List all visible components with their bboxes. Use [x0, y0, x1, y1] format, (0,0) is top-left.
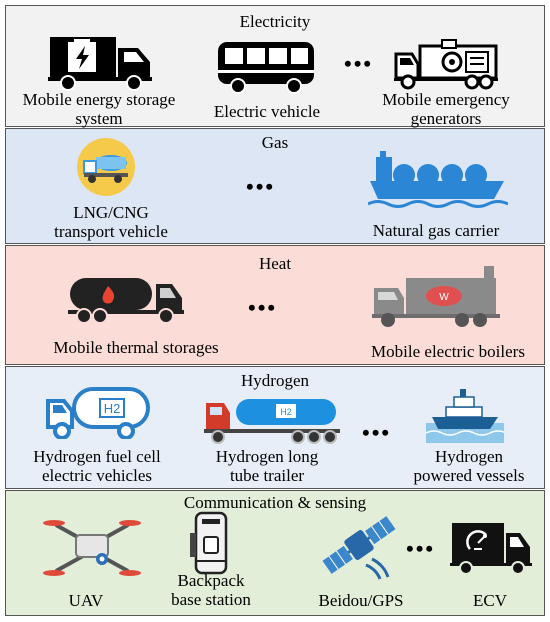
hydrogen-more-dots: •••	[362, 420, 392, 445]
generator-truck-icon	[394, 39, 498, 90]
h2-vessel-icon	[426, 389, 504, 443]
svg-text:W: W	[439, 292, 449, 303]
lng-tanker-icon	[77, 138, 135, 196]
h2-badge-1: H2	[104, 401, 121, 416]
ecv-label: ECV	[473, 591, 507, 610]
mobile-thermal-storages-label: Mobile thermal storages	[53, 338, 219, 357]
heat-panel: Heat Mobile thermal storages ••• W Mobil…	[5, 245, 545, 365]
energy-storage-truck-icon	[48, 37, 152, 91]
uav-label: UAV	[68, 591, 104, 610]
electricity-title: Electricity	[239, 12, 311, 31]
gas-title: Gas	[261, 133, 289, 152]
ecv-truck-icon	[450, 523, 532, 575]
electric-bus-icon	[218, 42, 314, 94]
hydrogen-title: Hydrogen	[241, 371, 309, 390]
natural-gas-carrier-label: Natural gas carrier	[372, 221, 500, 240]
thermal-storage-truck-icon	[68, 278, 184, 324]
communication-more-dots: •••	[406, 536, 436, 561]
drone-icon	[43, 520, 141, 576]
electricity-more-dots: •••	[344, 51, 374, 76]
satellite-icon	[322, 516, 396, 580]
h2-fuel-cell-truck-icon: H2	[46, 387, 150, 439]
gas-carrier-ship-icon	[368, 151, 508, 208]
mobile-electric-boilers-label: Mobile electric boilers	[371, 342, 525, 361]
h2-badge-2: H2	[280, 407, 292, 417]
h2-tube-trailer-icon: H2	[204, 399, 340, 444]
boiler-truck-icon: W	[372, 266, 500, 327]
heat-more-dots: •••	[248, 295, 278, 320]
communication-title: Communication & sensing	[183, 493, 367, 512]
beidou-gps-label: Beidou/GPS	[318, 591, 404, 610]
gas-more-dots: •••	[246, 174, 276, 199]
electric-vehicle-label: Electric vehicle	[213, 102, 321, 121]
heat-title: Heat	[258, 254, 292, 273]
backpack-base-station-icon	[190, 511, 228, 575]
